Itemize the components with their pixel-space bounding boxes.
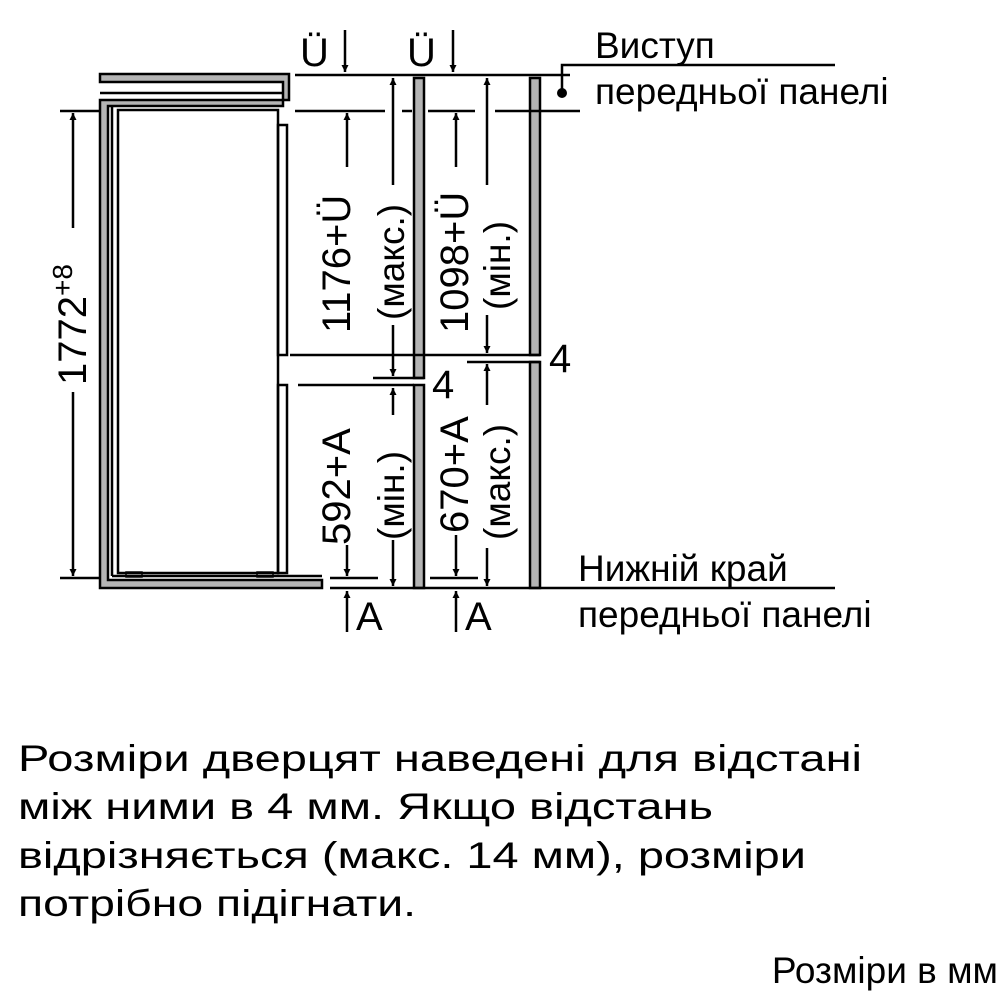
- lower-front-panel-right: [528, 360, 542, 590]
- lower-left-dimension: 592+A: [315, 428, 359, 545]
- lower-front-panel-left: [412, 383, 426, 590]
- fridge-body: [116, 108, 280, 575]
- lower-right-qualifier: (макс.): [477, 424, 518, 540]
- note-paragraph: Розміри дверцят наведені для відстані мі…: [18, 738, 862, 924]
- top-offset-label-right: Ü: [407, 31, 436, 75]
- note-line: потрібно підігнати.: [18, 883, 416, 924]
- gap-left-label: 4: [432, 363, 454, 407]
- note-line: відрізняється (макс. 14 мм), розміри: [18, 835, 806, 876]
- front-panel-bottom-edge-callout: Нижній край передньої панелі: [578, 548, 872, 635]
- bottom-offset-label-right: A: [465, 595, 492, 639]
- note-line: Розміри дверцят наведені для відстані: [18, 738, 862, 779]
- lower-left-qualifier: (мін.): [371, 451, 412, 540]
- upper-front-panel-left: [412, 76, 426, 380]
- upper-door: [276, 123, 289, 357]
- foot: [256, 571, 274, 578]
- note-line: між ними в 4 мм. Якщо відстань: [18, 786, 713, 827]
- cabinet: [98, 72, 324, 590]
- lower-door: [276, 383, 289, 575]
- cabinet-top-shelf: [98, 72, 291, 102]
- callout-top-line2: передньої панелі: [595, 71, 889, 112]
- callout-bottom-line2: передньої панелі: [578, 594, 872, 635]
- units-note: Розміри в мм: [772, 950, 998, 991]
- front-panel-projection-callout: Виступ передньої панелі: [557, 25, 889, 112]
- upper-right-dimension: 1098+Ü: [433, 192, 477, 333]
- lower-right-dimension: 670+A: [433, 416, 477, 533]
- bottom-offset-label-left: A: [356, 595, 383, 639]
- top-offset-label-left: Ü: [300, 31, 329, 75]
- upper-right-qualifier: (мін.): [477, 221, 518, 310]
- foot: [125, 571, 143, 578]
- callout-bottom-line1: Нижній край: [578, 548, 788, 589]
- fridge: [116, 108, 289, 578]
- callout-top-line1: Виступ: [595, 25, 715, 66]
- gap-right-label: 4: [549, 337, 571, 381]
- upper-left-dimension: 1176+Ü: [315, 195, 359, 333]
- cabinet-side-panel: [98, 98, 324, 590]
- total-height-label: 1772+8: [47, 264, 95, 385]
- upper-left-qualifier: (макс.): [371, 204, 412, 320]
- reference-lines: [60, 73, 835, 590]
- upper-front-panel-right: [528, 76, 542, 357]
